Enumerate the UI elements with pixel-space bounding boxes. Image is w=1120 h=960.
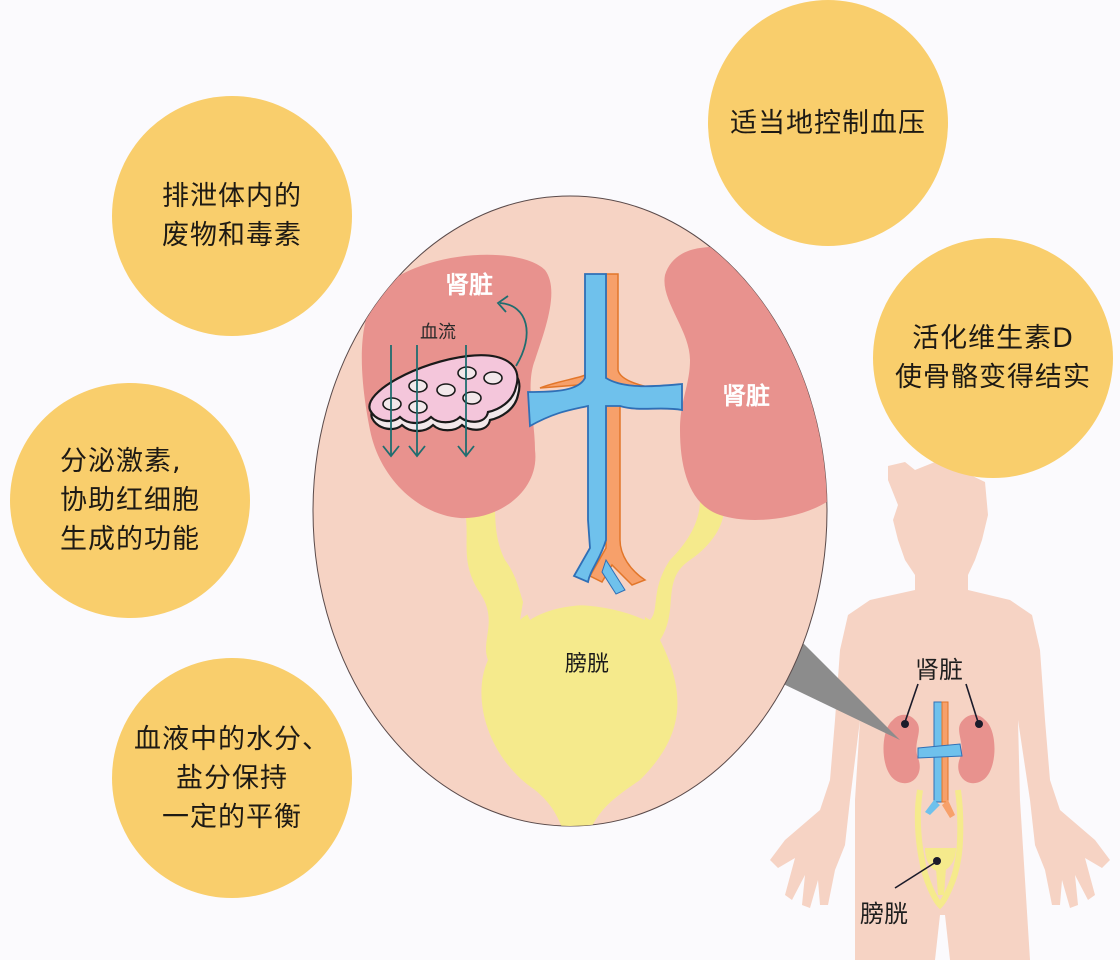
bubble-balance-text: 血液中的水分、 盐分保持 一定的平衡: [134, 723, 330, 833]
body-kidneys: [883, 714, 995, 784]
blood-flow-arrows: [382, 295, 528, 458]
body-leader-lines: [894, 683, 979, 889]
body-kidney-dot-left: [901, 720, 909, 728]
detail-bladder-label: 膀胱: [565, 652, 610, 677]
body-kidney-dot-right: [975, 720, 983, 728]
glomerulus-illustration: [368, 354, 521, 433]
detail-left-kidney-label: 肾脏: [445, 271, 493, 299]
detail-right-kidney-label: 肾脏: [722, 382, 770, 410]
bubble-water-salt-balance: 血液中的水分、 盐分保持 一定的平衡: [112, 658, 352, 898]
bubble-hormone-text: 分泌激素, 协助红细胞 生成的功能: [60, 446, 200, 555]
bubble-blood-pressure: 适当地控制血压: [708, 0, 948, 246]
bubble-waste-excretion: 排泄体内的 废物和毒素: [112, 96, 352, 336]
detail-oval: [312, 195, 828, 827]
bubble-vitamin-d: 活化维生素D 使骨骼变得结实: [873, 238, 1113, 478]
bubble-blood-pressure-text: 适当地控制血压: [730, 107, 926, 139]
detail-vessels: [527, 273, 683, 595]
body-bladder-label: 膀胱: [860, 900, 908, 928]
body-vessels: [917, 701, 963, 818]
body-kidney-label: 肾脏: [915, 656, 963, 684]
body-bladder-dot: [933, 857, 941, 865]
bubble-hormone: 分泌激素, 协助红细胞 生成的功能: [10, 383, 250, 618]
bubble-waste-text: 排泄体内的 废物和毒素: [162, 181, 302, 251]
bubble-vitamin-d-text: 活化维生素D 使骨骼变得结实: [895, 323, 1091, 393]
callout-pointer: [775, 640, 900, 740]
blood-flow-label: 血流: [420, 322, 456, 343]
